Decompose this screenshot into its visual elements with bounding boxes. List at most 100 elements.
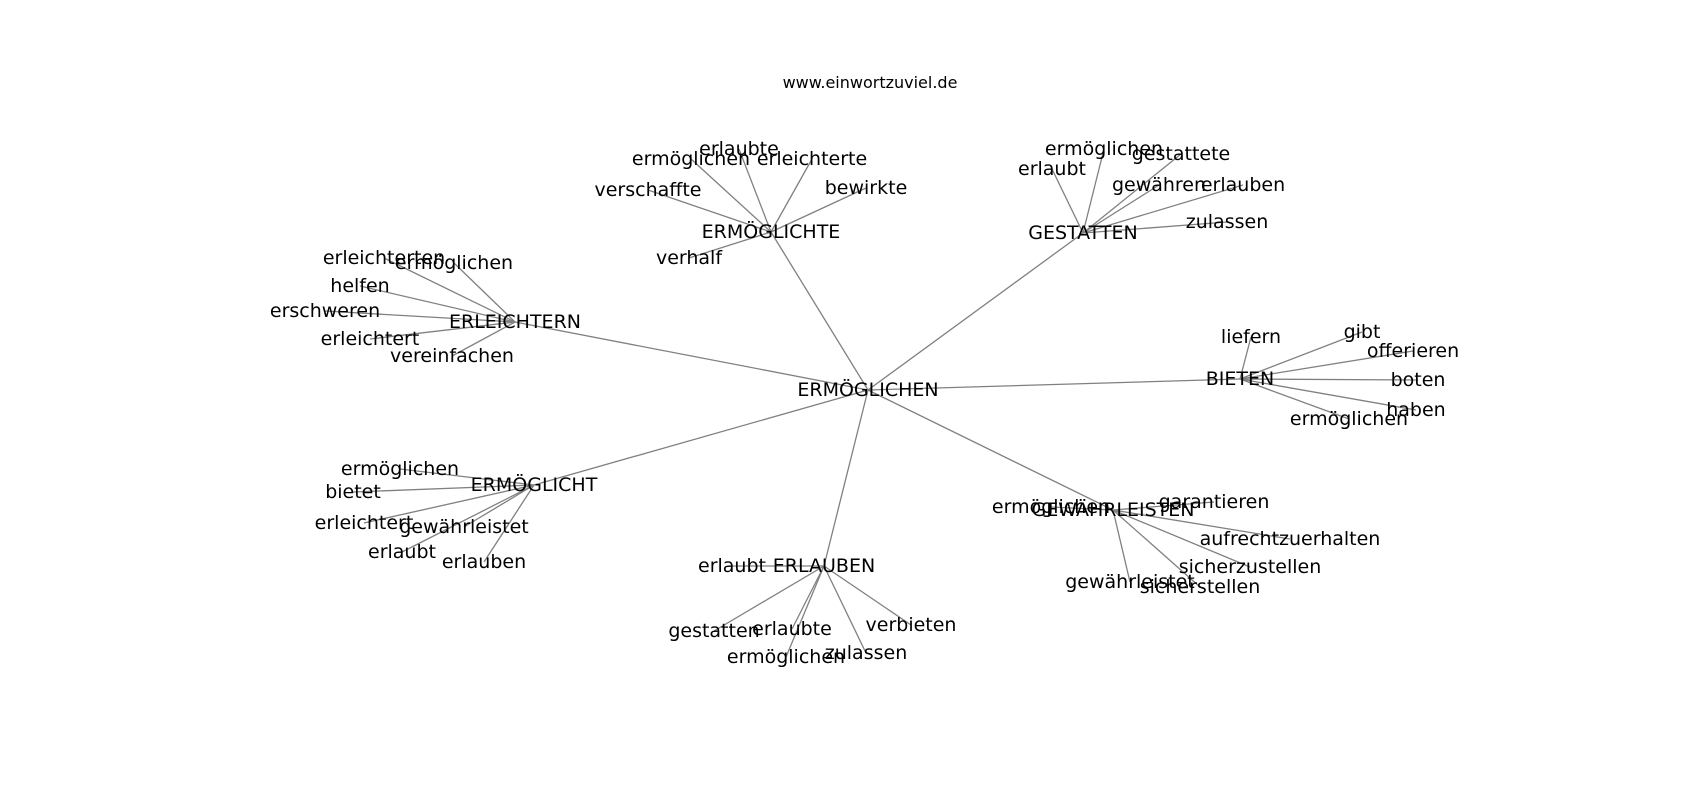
leaf-node-label: bewirkte: [825, 177, 908, 199]
leaf-node-label: ermöglichen: [1290, 408, 1408, 430]
graph-edges: [324, 148, 1419, 658]
edge-hub-leaf: [359, 285, 516, 323]
leaf-node-label: ermöglichen: [1045, 138, 1163, 160]
edge-hub-leaf: [1082, 184, 1160, 234]
leaf-node-label: ermöglichen: [341, 458, 459, 480]
center-node-label: ERMÖGLICHEN: [797, 378, 938, 401]
edge-hub-leaf: [713, 565, 825, 632]
leaf-node-label: garantieren: [1159, 491, 1270, 513]
leaf-node-label: ermöglichen: [992, 496, 1110, 518]
edge-hub-leaf: [1082, 221, 1228, 234]
leaf-node-label: erlauben: [442, 551, 526, 573]
leaf-node-label: verschaffte: [594, 179, 701, 201]
leaf-node-label: erlaubte: [699, 138, 779, 160]
edge-hub-leaf: [453, 262, 516, 323]
edge-hub-leaf: [1112, 509, 1291, 540]
leaf-node-label: gestatten: [668, 620, 759, 642]
leaf-node-label: erlaubt: [698, 555, 766, 577]
edge-hub-leaf: [690, 158, 772, 233]
leaf-node-label: zulassen: [825, 642, 907, 664]
edge-hub-leaf: [1239, 378, 1417, 411]
leaf-node-label: gewährleistet: [399, 516, 529, 538]
edge-hub-leaf: [1050, 506, 1114, 511]
edge-hub-leaf: [1082, 153, 1182, 234]
leaf-node-label: ermöglichen: [727, 646, 845, 668]
edge-hub-leaf: [823, 565, 867, 654]
leaf-node-label: sicherzustellen: [1179, 556, 1322, 578]
edge-center-hub: [867, 389, 1114, 511]
hub-node-label: ERLAUBEN: [773, 555, 875, 577]
edge-hub-leaf: [1239, 378, 1419, 381]
hub-node-label: GESTATTEN: [1028, 222, 1138, 244]
edge-hub-leaf: [785, 565, 825, 658]
edge-hub-leaf: [401, 484, 535, 553]
edge-hub-leaf: [324, 310, 516, 323]
leaf-node-label: bietet: [325, 481, 381, 503]
edge-center-hub: [867, 378, 1241, 391]
hub-node-label: ERLEICHTERN: [449, 311, 581, 333]
leaf-node-label: liefern: [1221, 326, 1281, 348]
site-title: www.einwortzuviel.de: [783, 73, 958, 92]
leaf-node-label: erleichterten: [323, 247, 445, 269]
edge-center-hub: [514, 321, 869, 391]
edge-hub-leaf: [383, 257, 516, 323]
graph-labels: ERMÖGLICHENERMÖGLICHTEerlaubteermögliche…: [270, 138, 1459, 668]
edge-hub-leaf: [1051, 168, 1084, 234]
edge-hub-leaf: [1082, 148, 1105, 234]
leaf-node-label: gibt: [1344, 321, 1381, 343]
leaf-node-label: verhalf: [656, 247, 723, 269]
edge-hub-leaf: [463, 484, 535, 528]
edge-center-hub: [533, 389, 869, 486]
edge-hub-leaf: [770, 158, 813, 233]
leaf-node-label: gewähren: [1112, 174, 1206, 196]
leaf-node-label: erleichtert: [321, 328, 420, 350]
leaf-node-label: verbieten: [866, 614, 957, 636]
edge-hub-leaf: [451, 321, 516, 357]
leaf-node-label: erschweren: [270, 300, 380, 322]
edge-hub-leaf: [688, 231, 772, 259]
edge-hub-leaf: [823, 565, 912, 626]
leaf-node-label: erleichterte: [757, 148, 867, 170]
hub-node-label: BIETEN: [1206, 368, 1274, 390]
edge-center-hub: [823, 389, 869, 567]
edge-hub-leaf: [770, 187, 867, 233]
leaf-node-label: haben: [1386, 399, 1445, 421]
edge-hub-leaf: [1239, 331, 1363, 380]
leaf-node-label: erlaubte: [752, 618, 832, 640]
leaf-node-label: vereinfachen: [390, 345, 514, 367]
leaf-node-label: ermöglichen: [632, 148, 750, 170]
edge-hub-leaf: [791, 565, 825, 630]
leaf-node-label: sicherstellen: [1140, 576, 1261, 598]
edge-hub-leaf: [647, 189, 772, 233]
hub-node-label: ERMÖGLICHT: [471, 473, 598, 496]
leaf-node-label: erlauben: [1201, 174, 1285, 196]
leaf-node-label: aufrechtzuerhalten: [1200, 528, 1381, 550]
leaf-node-label: erlaubt: [1018, 158, 1086, 180]
leaf-node-label: gewährleistet: [1065, 571, 1195, 593]
edge-hub-leaf: [483, 484, 535, 563]
edge-hub-leaf: [1239, 378, 1350, 420]
hub-node-label: GEWÄHRLEISTEN: [1031, 498, 1194, 521]
leaf-node-label: erlaubt: [368, 541, 436, 563]
edge-hub-leaf: [1112, 509, 1131, 583]
leaf-node-label: helfen: [330, 275, 389, 297]
edge-hub-leaf: [738, 148, 772, 233]
edge-hub-leaf: [369, 321, 516, 340]
edge-hub-leaf: [363, 484, 535, 524]
edge-hub-leaf: [352, 484, 535, 493]
leaf-node-label: gestattete: [1132, 143, 1230, 165]
hub-node-label: ERMÖGLICHTE: [702, 220, 841, 243]
leaf-node-label: boten: [1391, 369, 1446, 391]
edge-hub-leaf: [399, 468, 535, 486]
edge-center-hub: [867, 232, 1084, 391]
leaf-node-label: offerieren: [1367, 340, 1459, 362]
edge-hub-leaf: [1112, 509, 1201, 588]
edge-hub-leaf: [1112, 501, 1215, 511]
leaf-node-label: erleichtert: [315, 512, 414, 534]
edge-hub-leaf: [1082, 184, 1244, 234]
leaf-node-label: ermöglichen: [395, 252, 513, 274]
edge-hub-leaf: [1239, 350, 1414, 380]
edge-center-hub: [770, 231, 869, 391]
edge-hub-leaf: [1239, 336, 1252, 380]
